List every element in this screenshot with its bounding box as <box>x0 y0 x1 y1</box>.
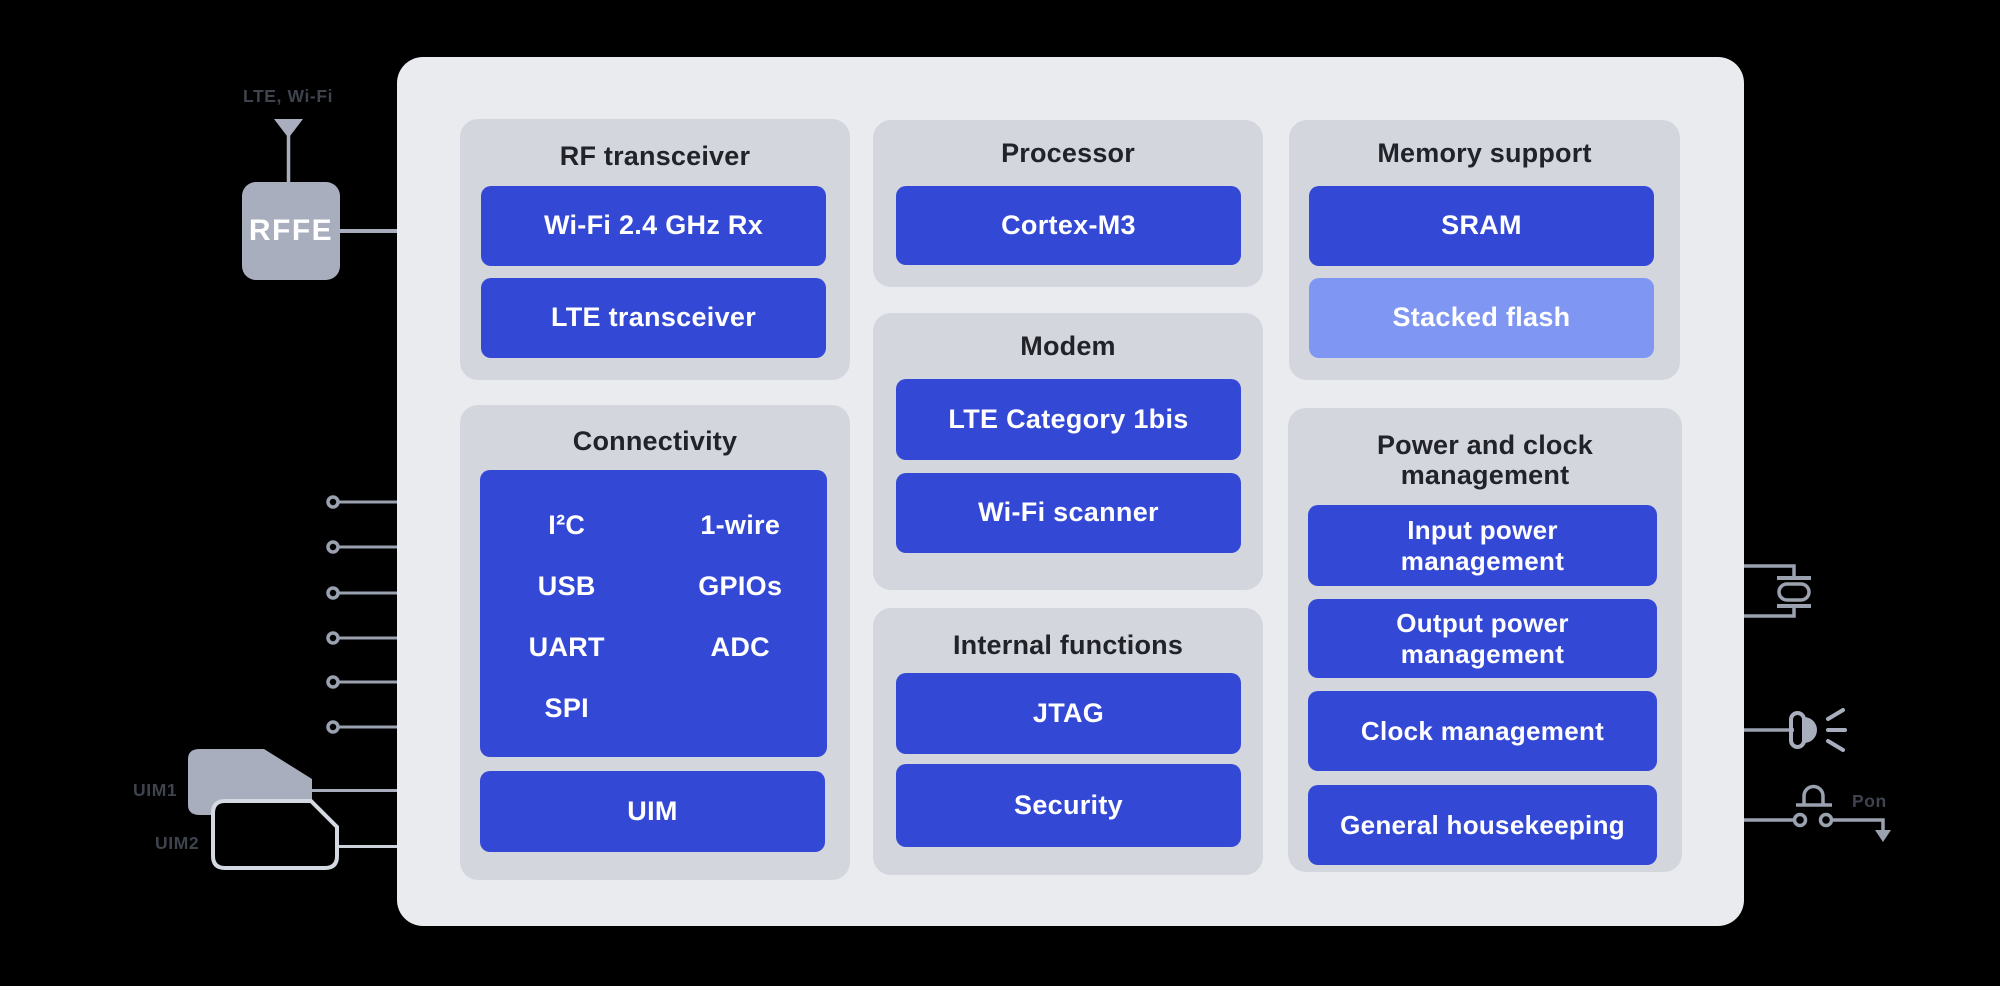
arrow-down-icon <box>1875 830 1891 842</box>
rffe-block: RFFE <box>242 182 340 280</box>
block-input-power-management: Input power management <box>1308 505 1657 586</box>
block-wifi-24ghz-rx: Wi-Fi 2.4 GHz Rx <box>481 186 826 266</box>
block-output-power-management: Output power management <box>1308 599 1657 678</box>
crystal-oscillator-icon <box>1744 564 1811 618</box>
block-clock-management: Clock management <box>1308 691 1657 771</box>
connectivity-grid: I²C 1-wire USB GPIOs UART ADC SPI <box>480 495 827 739</box>
pin-icon <box>326 540 397 554</box>
block-connectivity-interfaces: I²C 1-wire USB GPIOs UART ADC SPI <box>480 470 827 757</box>
label-usb: USB <box>537 570 596 601</box>
antenna-label: LTE, Wi-Fi <box>243 86 334 106</box>
sim-card-uim2-icon <box>211 799 339 870</box>
group-internal-functions: Internal functions JTAG Security <box>873 608 1263 875</box>
block-general-housekeeping: General housekeeping <box>1308 785 1657 865</box>
label-1wire: 1-wire <box>700 509 781 540</box>
block-security: Security <box>896 764 1241 847</box>
block-uim: UIM <box>480 771 825 852</box>
group-modem: Modem LTE Category 1bis Wi-Fi scanner <box>873 313 1263 590</box>
block-lte-transceiver: LTE transceiver <box>481 278 826 358</box>
block-cortex-m3: Cortex-M3 <box>896 186 1241 265</box>
group-power-clock-management: Power and clock management Input power m… <box>1288 408 1682 872</box>
group-processor: Processor Cortex-M3 <box>873 120 1263 287</box>
rffe-wire <box>340 229 397 233</box>
block-sram: SRAM <box>1309 186 1654 266</box>
pin-icon <box>326 675 397 689</box>
group-connectivity: Connectivity I²C 1-wire USB GPIOs UART A… <box>460 405 850 880</box>
pin-icon <box>326 720 397 734</box>
block-lte-category-1bis: LTE Category 1bis <box>896 379 1241 460</box>
pin-icon <box>326 631 397 645</box>
block-stacked-flash: Stacked flash <box>1309 278 1654 358</box>
rffe-label: RFFE <box>248 214 334 247</box>
pon-label: Pon <box>1852 791 1887 811</box>
antenna-icon <box>274 119 303 185</box>
group-memory-support: Memory support SRAM Stacked flash <box>1289 120 1680 380</box>
group-rf-transceiver: RF transceiver Wi-Fi 2.4 GHz Rx LTE tran… <box>460 119 850 380</box>
block-wifi-scanner: Wi-Fi scanner <box>896 473 1241 553</box>
group-title: Connectivity <box>572 426 738 456</box>
label-spi: SPI <box>544 692 589 723</box>
label-gpios: GPIOs <box>698 570 783 601</box>
pin-icon <box>326 586 397 600</box>
group-title: Internal functions <box>952 630 1184 660</box>
label-uart: UART <box>528 631 605 662</box>
label-i2c: I²C <box>548 509 586 540</box>
group-title: RF transceiver <box>559 141 751 171</box>
uim2-label: UIM2 <box>155 833 200 853</box>
group-title: Power and clock management <box>1376 430 1594 490</box>
pin-icon <box>326 495 397 509</box>
uim1-label: UIM1 <box>133 780 178 800</box>
uim1-wire <box>300 789 397 792</box>
led-icon <box>1744 708 1847 752</box>
push-button-icon <box>1744 784 1891 842</box>
uim2-wire <box>330 845 397 848</box>
sim-card-uim1-icon <box>188 749 312 815</box>
block-jtag: JTAG <box>896 673 1241 754</box>
group-title: Memory support <box>1377 138 1592 168</box>
label-adc: ADC <box>710 631 770 662</box>
group-title: Modem <box>1020 331 1116 361</box>
group-title: Processor <box>1001 138 1135 168</box>
